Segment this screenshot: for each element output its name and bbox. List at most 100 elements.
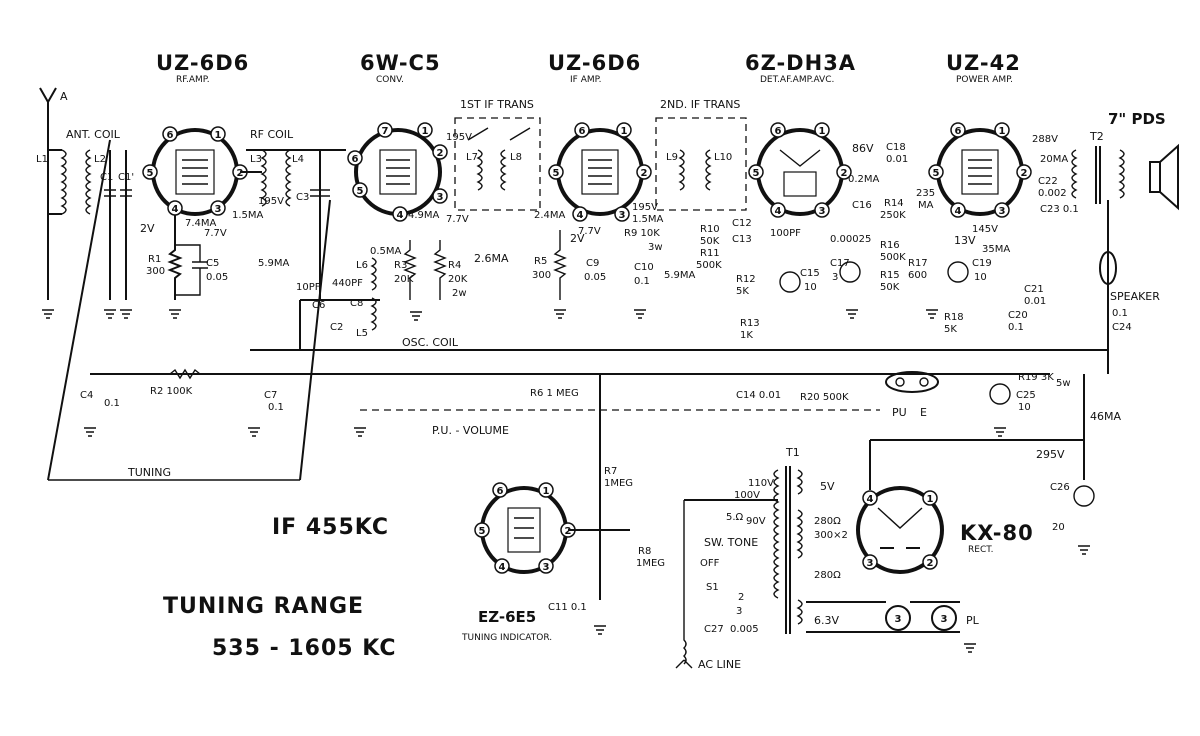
svg-text:280Ω: 280Ω [814, 516, 841, 527]
svg-text:10: 10 [1018, 402, 1031, 413]
svg-text:0.1: 0.1 [104, 398, 120, 409]
antenna-label: A [60, 90, 68, 103]
antenna-section: A ANT. COIL L1 L2 C1 C1' [36, 87, 134, 319]
tube-6-name: EZ-6E5 [478, 608, 536, 626]
svg-text:1: 1 [422, 126, 429, 137]
svg-text:1: 1 [927, 494, 934, 505]
svg-text:R6 1 MEG: R6 1 MEG [530, 388, 579, 399]
e-label: E [920, 406, 927, 419]
svg-text:C22: C22 [1038, 176, 1058, 187]
if1-label: 1ST IF TRANS [460, 98, 534, 111]
svg-text:C5: C5 [206, 258, 219, 269]
if2-label: 2ND. IF TRANS [660, 98, 740, 111]
tube-uz6d6-if: 6 1 5 2 4 3 2.4MA 7.7V 195V 1.5MA [534, 122, 664, 237]
svg-text:440PF: 440PF [332, 278, 363, 289]
svg-text:0.00025: 0.00025 [830, 234, 871, 245]
svg-text:50K: 50K [700, 236, 720, 247]
svg-text:2: 2 [841, 168, 848, 179]
svg-text:R13: R13 [740, 318, 760, 329]
svg-text:R2 100K: R2 100K [150, 386, 193, 397]
if-trans-1: 1ST IF TRANS L7 L8 [454, 98, 541, 211]
svg-text:20MA: 20MA [1040, 154, 1068, 165]
tube-uz42-power: 6 1 5 2 4 3 288V 20MA [928, 122, 1068, 218]
tube-3-name: UZ-6D6 [548, 51, 641, 75]
svg-text:C15: C15 [800, 268, 820, 279]
svg-text:4: 4 [397, 210, 404, 221]
rf-coil-label: RF COIL [250, 128, 294, 141]
svg-text:C13: C13 [732, 234, 752, 245]
svg-text:0.05: 0.05 [206, 272, 228, 283]
ground-icon [104, 309, 116, 319]
pilot-lamp-icon [885, 605, 911, 631]
svg-text:1: 1 [215, 130, 222, 141]
svg-text:100V: 100V [734, 490, 760, 501]
svg-text:2: 2 [565, 526, 572, 537]
svg-text:235: 235 [916, 188, 935, 199]
svg-text:C27: C27 [704, 624, 724, 635]
t2-label: T2 [1089, 130, 1104, 143]
speaker-label: SPEAKER [1110, 290, 1160, 303]
svg-text:3: 3 [736, 606, 742, 617]
svg-text:L2: L2 [94, 154, 106, 165]
speaker-size: 7" PDS [1108, 110, 1166, 128]
svg-text:100PF: 100PF [770, 228, 801, 239]
svg-text:4: 4 [955, 206, 962, 217]
output-section: 7" PDS T2 C22 0.002 C23 0.1 SPEAKER 0.1 … [944, 110, 1179, 413]
svg-text:L7: L7 [466, 152, 478, 163]
svg-text:4: 4 [499, 562, 506, 573]
tube-5-name: UZ-42 [946, 51, 1021, 75]
svg-text:5: 5 [933, 168, 940, 179]
svg-text:6: 6 [497, 486, 504, 497]
tube-1-role: RF.AMP. [176, 75, 210, 85]
svg-text:0.1: 0.1 [268, 402, 284, 413]
svg-text:35MA: 35MA [982, 244, 1010, 255]
svg-text:C2: C2 [330, 322, 343, 333]
tube-6zdh3a-det: 6 1 5 2 4 3 86V 0.2MA [748, 122, 880, 218]
svg-text:C9: C9 [586, 258, 599, 269]
svg-text:295V: 295V [1036, 448, 1065, 461]
svg-text:7.4MA: 7.4MA [185, 218, 217, 229]
speaker-icon [1149, 143, 1179, 211]
svg-text:5V: 5V [820, 480, 835, 493]
svg-text:50K: 50K [880, 282, 900, 293]
svg-text:3w: 3w [648, 242, 663, 253]
svg-text:R5: R5 [534, 256, 547, 267]
svg-text:R20 500K: R20 500K [800, 392, 849, 403]
svg-text:C17: C17 [830, 258, 850, 269]
svg-text:5: 5 [479, 526, 486, 537]
svg-text:3: 3 [999, 206, 1006, 217]
antenna-icon [39, 87, 57, 140]
svg-text:2.4MA: 2.4MA [534, 210, 566, 221]
svg-text:4: 4 [775, 206, 782, 217]
osc-section: 0.5MA L6 440PF 10PF C6 C8 C2 L5 OSC. COI… [296, 240, 509, 351]
svg-text:R7: R7 [604, 466, 617, 477]
svg-text:0.002: 0.002 [1038, 188, 1067, 199]
svg-text:90V: 90V [746, 516, 766, 527]
svg-text:195V: 195V [258, 196, 284, 207]
svg-text:6: 6 [352, 154, 359, 165]
svg-text:C20: C20 [1008, 310, 1028, 321]
svg-text:L10: L10 [714, 152, 732, 163]
svg-text:1: 1 [621, 126, 628, 137]
svg-text:288V: 288V [1032, 134, 1058, 145]
svg-text:C8: C8 [350, 298, 363, 309]
pilot-lamps: 3 3 PL [806, 601, 980, 653]
pilot-lamp-icon [931, 605, 957, 631]
svg-text:250K: 250K [880, 210, 906, 221]
tube-7-name: KX-80 [960, 521, 1034, 545]
af-section: C18 0.01 C16 R14 250K 0.00025 C17 3 R16 … [830, 142, 1010, 293]
pu-volume-label: P.U. - VOLUME [432, 424, 509, 437]
svg-text:46MA: 46MA [1090, 410, 1121, 423]
l1-coil-icon [60, 149, 67, 215]
svg-text:C23 0.1: C23 0.1 [1040, 204, 1079, 215]
svg-text:0.01: 0.01 [886, 154, 908, 165]
svg-text:L9: L9 [666, 152, 678, 163]
svg-text:20K: 20K [394, 274, 414, 285]
svg-text:R1: R1 [148, 254, 161, 265]
svg-text:5K: 5K [736, 286, 749, 297]
svg-text:3: 3 [543, 562, 550, 573]
ac-line-label: AC LINE [698, 658, 741, 671]
svg-text:L1: L1 [36, 154, 48, 165]
svg-text:4.9MA: 4.9MA [408, 210, 440, 221]
